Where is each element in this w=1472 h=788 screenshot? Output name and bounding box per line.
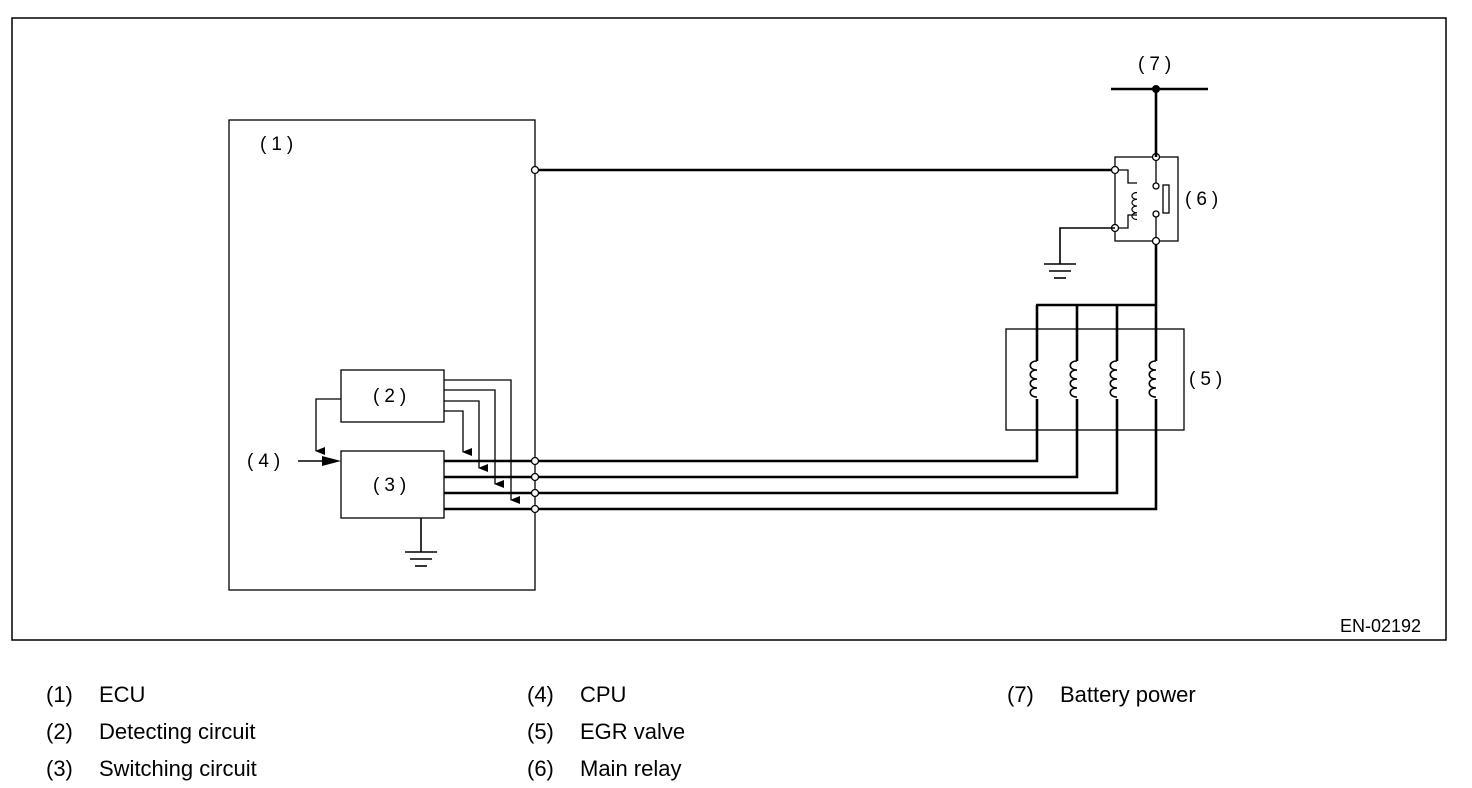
figure-code: EN-02192 <box>1340 616 1421 636</box>
ecu-relay-terminal <box>530 165 540 175</box>
egr-drive-lines <box>444 399 1158 511</box>
egr-coil <box>1029 360 1038 398</box>
egr-coil-leads <box>1035 241 1158 361</box>
egr-valve-label: (5) <box>1189 369 1227 390</box>
egr-coil <box>1109 360 1118 398</box>
switching-ground-symbol <box>405 518 437 567</box>
switching-circuit-box <box>340 450 445 519</box>
ecu-box <box>228 119 536 591</box>
cpu-input-arrow <box>322 456 341 466</box>
relay-ground-symbol <box>1044 227 1115 279</box>
cpu-label: (4) <box>247 451 285 472</box>
egr-coil <box>1069 360 1078 398</box>
main-relay-box <box>1114 156 1179 242</box>
diagram-frame <box>11 17 1447 641</box>
feedback-line <box>315 398 341 455</box>
egr-coils <box>1029 360 1157 398</box>
detecting-sense-lines <box>444 379 520 504</box>
egr-valve-box <box>1005 328 1185 431</box>
battery-power-label: (7) <box>1138 54 1176 75</box>
detecting-circuit-box <box>340 369 445 423</box>
detecting-circuit-label: (2) <box>373 386 411 407</box>
relay-coil-wiring <box>1115 169 1137 229</box>
egr-coil <box>1148 360 1157 398</box>
switching-circuit-label: (3) <box>373 475 411 496</box>
ecu-label: (1) <box>260 134 298 155</box>
ecu-output-terminals <box>530 456 540 514</box>
battery-junction <box>1152 85 1160 93</box>
relay-switch <box>1155 157 1170 241</box>
main-relay-label: (6) <box>1185 189 1223 210</box>
